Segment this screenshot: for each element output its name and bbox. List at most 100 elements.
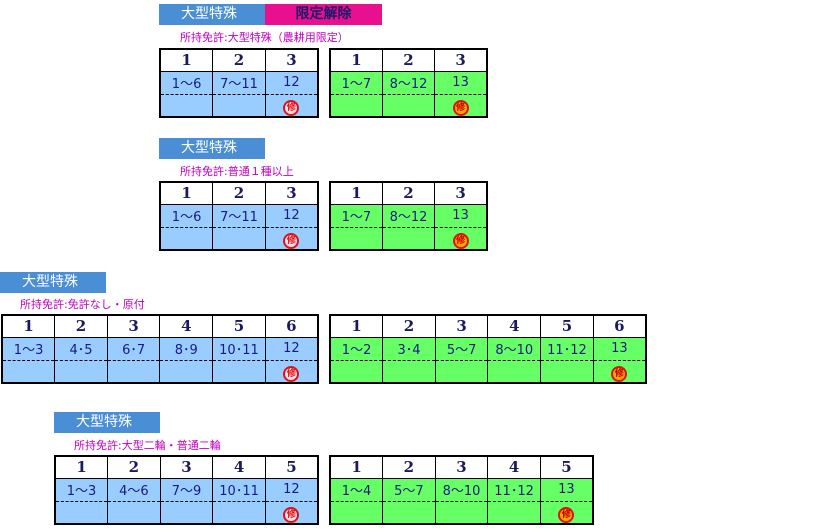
mark-cell [54, 500, 109, 525]
mark-cell [106, 359, 161, 384]
mark-cell [159, 226, 214, 251]
column-header: 4 [159, 314, 214, 338]
range-cell: 1～4 [329, 477, 384, 502]
range-cell: 12 [264, 336, 319, 361]
range-cell: 1～2 [329, 336, 384, 361]
mark-cell: 修 [539, 500, 594, 525]
column-header: 1 [159, 181, 214, 205]
mark-cell [159, 500, 214, 525]
mark-cell: 修 [264, 226, 319, 251]
column-header: 6 [592, 314, 647, 338]
range-cell: 12 [264, 477, 319, 502]
mark-cell [329, 359, 384, 384]
mark-cell [382, 500, 436, 525]
range-cell: 13 [539, 477, 594, 502]
section-4-license: 所持免許:大型二輪・普通二輪 [74, 439, 221, 452]
section-1-restriction-badge: 限定解除 [265, 4, 382, 25]
column-header: 3 [264, 181, 319, 205]
range-cell: 1～7 [329, 70, 383, 95]
mark-row: 修 [159, 93, 319, 118]
column-header: 6 [264, 314, 319, 338]
column-header: 2 [381, 181, 436, 205]
mark-cell [212, 500, 266, 525]
range-cell: 1～3 [1, 336, 56, 361]
column-header: 5 [212, 314, 266, 338]
circled-shu-mark-icon: 修 [283, 99, 300, 116]
range-cell: 8～12 [381, 203, 436, 228]
column-header: 4 [212, 455, 266, 479]
mark-cell: 修 [434, 93, 488, 118]
mark-cell [159, 359, 214, 384]
column-header: 2 [382, 455, 436, 479]
mark-cell [434, 359, 489, 384]
range-cell: 11･12 [487, 477, 541, 502]
column-header: 2 [212, 181, 266, 205]
mark-row: 修 [54, 500, 319, 525]
range-cell: 6･7 [106, 336, 161, 361]
column-header: 4 [487, 455, 541, 479]
range-cell: 12 [264, 70, 319, 95]
column-header: 3 [106, 314, 161, 338]
column-header: 1 [329, 181, 383, 205]
section-1-title: 大型特殊 [159, 4, 265, 25]
column-header: 1 [54, 455, 109, 479]
mark-cell [1, 359, 56, 384]
column-header: 3 [434, 48, 488, 72]
mark-cell [381, 226, 436, 251]
range-cell: 3･4 [382, 336, 436, 361]
column-header: 2 [382, 314, 436, 338]
range-cell: 13 [434, 203, 488, 228]
range-cell: 11･12 [540, 336, 594, 361]
column-header: 2 [107, 455, 161, 479]
mark-cell [329, 226, 383, 251]
range-cell: 12 [264, 203, 319, 228]
column-header: 1 [329, 48, 383, 72]
range-cell: 8～10 [434, 477, 489, 502]
mark-cell [212, 359, 266, 384]
range-cell: 1～6 [159, 70, 214, 95]
mark-cell [487, 500, 541, 525]
range-cell: 10･11 [212, 477, 266, 502]
mark-cell [382, 359, 436, 384]
range-cell: 4～6 [107, 477, 161, 502]
mark-cell [212, 93, 266, 118]
range-cell: 8～12 [381, 70, 436, 95]
mark-cell: 修 [264, 359, 319, 384]
mark-row: 修 [329, 359, 647, 384]
mark-cell: 修 [592, 359, 647, 384]
mark-cell [381, 93, 436, 118]
range-cell: 1～6 [159, 203, 214, 228]
circled-shu-mark-icon: 修 [611, 365, 628, 382]
mark-cell [329, 93, 383, 118]
mark-cell [540, 359, 594, 384]
circled-shu-mark-icon: 修 [283, 232, 300, 249]
mark-row: 修 [329, 93, 488, 118]
range-cell: 8･9 [159, 336, 214, 361]
range-cell: 5～7 [434, 336, 489, 361]
mark-cell: 修 [264, 500, 319, 525]
mark-cell [329, 500, 384, 525]
column-header: 2 [54, 314, 108, 338]
range-cell: 8～10 [487, 336, 542, 361]
circled-shu-mark-icon: 修 [558, 506, 575, 523]
circled-shu-mark-icon: 修 [452, 99, 469, 116]
range-cell: 5～7 [382, 477, 436, 502]
mark-cell [54, 359, 108, 384]
mark-cell: 修 [434, 226, 488, 251]
column-header: 3 [434, 455, 489, 479]
column-header: 3 [434, 181, 488, 205]
